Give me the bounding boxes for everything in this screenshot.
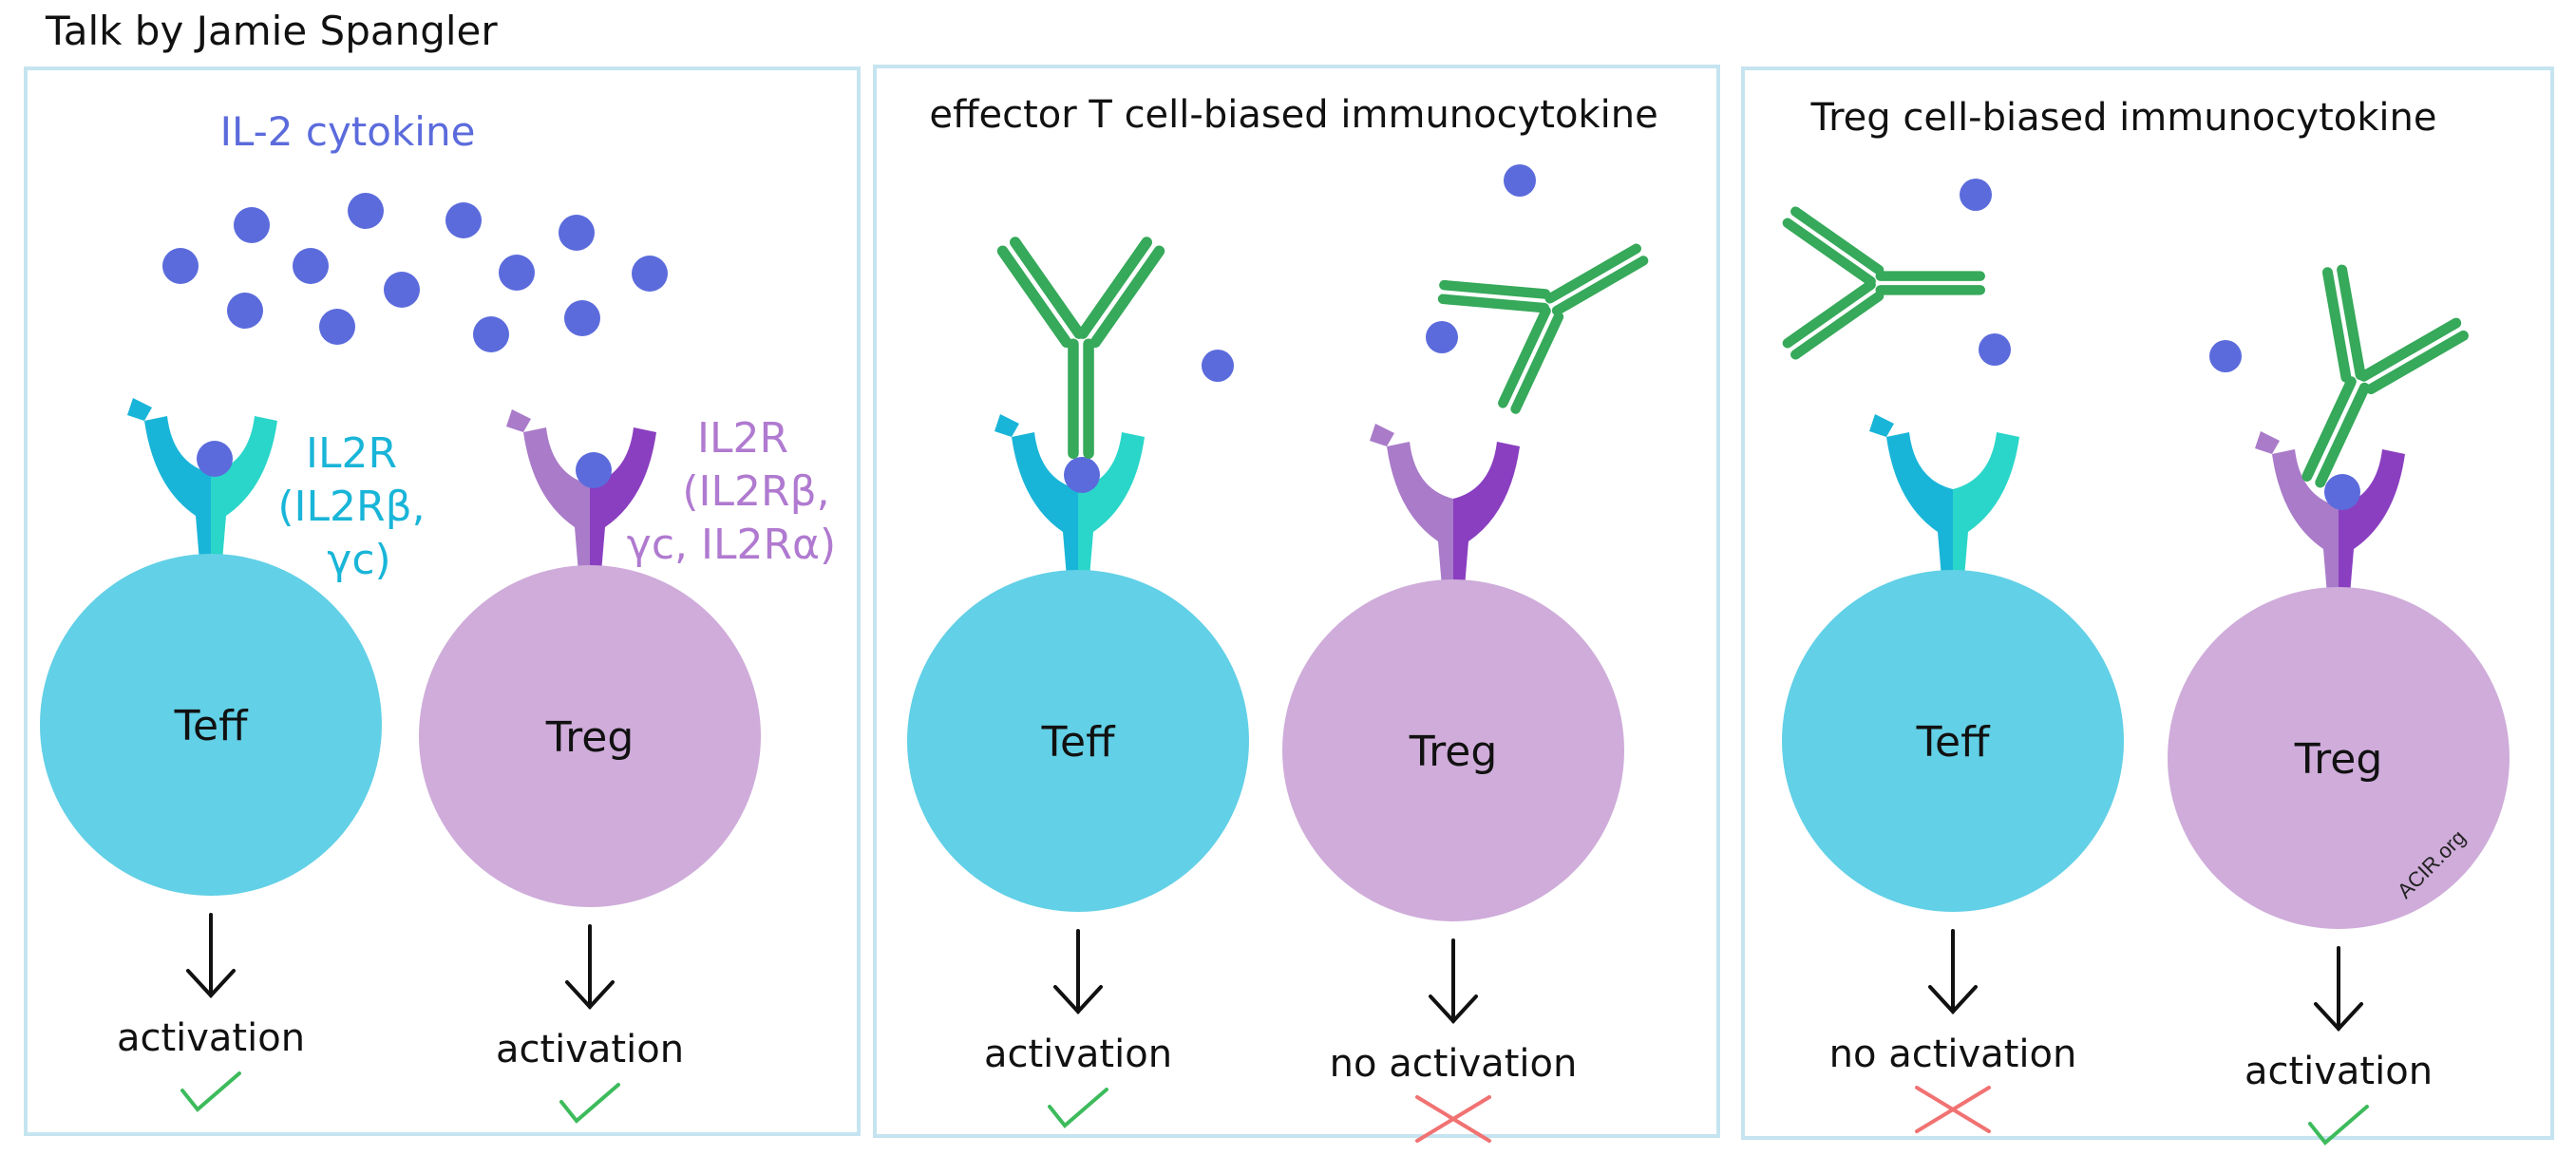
svg-text:(IL2Rβ,: (IL2Rβ, bbox=[277, 483, 425, 531]
il2-cytokine-icon bbox=[234, 207, 270, 243]
check-icon bbox=[559, 1083, 620, 1124]
arrow-down-icon bbox=[1928, 929, 1978, 1014]
check-icon bbox=[2308, 1105, 2369, 1146]
receptor-label-treg: IL2R (IL2Rβ, γc, IL2Rα) bbox=[627, 414, 836, 569]
panel-il2-frame bbox=[24, 66, 861, 1136]
check-icon bbox=[180, 1071, 241, 1112]
cell-body bbox=[419, 565, 761, 907]
panel-treg-biased-heading: Treg cell-biased immunocytokine bbox=[1810, 96, 2437, 140]
cell-label: Treg bbox=[545, 713, 635, 762]
cells-layer: Teff activation Treg activation Teff activati… bbox=[40, 398, 2510, 1146]
panel-teff-biased-heading: effector T cell-biased immunocytokine bbox=[929, 93, 1657, 137]
il2-cytokine-icon bbox=[1504, 164, 1536, 197]
il2-cytokine-icon bbox=[559, 215, 595, 251]
outcome-label: activation bbox=[496, 1028, 684, 1071]
il2-receptor-icon bbox=[994, 414, 1145, 578]
teff-cell: Teff activation bbox=[40, 398, 382, 1112]
svg-text:γc, IL2Rα): γc, IL2Rα) bbox=[627, 521, 836, 569]
il2-cytokine-icon bbox=[348, 193, 384, 229]
il2-receptor-icon bbox=[1370, 424, 1520, 587]
check-icon bbox=[1048, 1088, 1108, 1128]
outcome-label: no activation bbox=[1330, 1042, 1578, 1086]
svg-text:IL2R: IL2R bbox=[306, 429, 397, 478]
treg-cell: Treg activation bbox=[419, 409, 761, 1124]
cell-body bbox=[2168, 587, 2510, 929]
il2-cytokine-icon bbox=[564, 300, 600, 336]
arrow-down-icon bbox=[2314, 946, 2363, 1032]
il2-cytokine-icon bbox=[293, 248, 329, 284]
cell-body bbox=[1282, 579, 1624, 921]
il2-cytokine-icon bbox=[2209, 340, 2242, 372]
arrow-down-icon bbox=[1429, 938, 1478, 1024]
il2-cytokine-icon bbox=[319, 309, 355, 345]
il2-cytokine-icon bbox=[197, 441, 233, 477]
il2-cytokine-icon bbox=[2324, 474, 2360, 510]
outcome-label: no activation bbox=[1829, 1033, 2077, 1076]
panel-teff-biased-frame bbox=[873, 65, 1720, 1138]
outcome-label: activation bbox=[117, 1016, 305, 1060]
antibody-icon bbox=[1780, 204, 1985, 362]
il2-cytokine-icon bbox=[384, 272, 420, 308]
immunocytokines bbox=[994, 164, 2477, 520]
teff-cell: Teff no activation bbox=[1782, 414, 2124, 1133]
il2-receptor-icon bbox=[1869, 414, 2019, 578]
outcome-label: activation bbox=[984, 1033, 1172, 1076]
il2-cytokine-icon bbox=[1202, 350, 1234, 382]
cross-icon bbox=[1915, 1086, 1991, 1133]
il2-cytokine-icon bbox=[499, 255, 535, 291]
svg-text:IL2R: IL2R bbox=[697, 414, 788, 463]
receptor-label-teff: IL2R (IL2Rβ, γc) bbox=[277, 429, 425, 584]
il2-cytokine-icon bbox=[576, 452, 612, 488]
cell-body bbox=[40, 554, 382, 896]
cell-label: Teff bbox=[1916, 718, 1991, 767]
antibody-icon bbox=[1428, 183, 1684, 423]
svg-text:(IL2Rβ,: (IL2Rβ, bbox=[682, 467, 829, 516]
cell-label: Treg bbox=[2294, 735, 2383, 784]
cell-body bbox=[907, 570, 1249, 912]
treg-cell: Treg activation bbox=[2168, 431, 2510, 1146]
panel-treg-biased-frame bbox=[1741, 66, 2554, 1140]
cross-icon bbox=[1415, 1095, 1491, 1143]
il2-cytokine-icon bbox=[162, 248, 199, 284]
page-title: Talk by Jamie Spangler bbox=[46, 8, 498, 54]
il2-cytokine-icon bbox=[1979, 333, 2011, 366]
il2-cytokine-icon bbox=[1426, 321, 1458, 353]
svg-text:γc): γc) bbox=[327, 536, 390, 584]
cell-body bbox=[1782, 570, 2124, 912]
il2-cytokine-icon bbox=[445, 202, 482, 238]
il2-receptor-icon bbox=[127, 398, 277, 561]
il2-cytokine-icon bbox=[632, 256, 668, 292]
outcome-label: activation bbox=[2245, 1050, 2433, 1093]
il2-receptor-icon bbox=[506, 409, 656, 573]
il2-cytokine-icon bbox=[473, 316, 509, 352]
antibody-icon bbox=[2237, 255, 2477, 520]
arrow-down-icon bbox=[1053, 929, 1103, 1014]
arrow-down-icon bbox=[565, 924, 615, 1010]
arrow-down-icon bbox=[186, 913, 236, 998]
cell-label: Teff bbox=[174, 702, 249, 750]
il2-cytokine-icon bbox=[1960, 179, 1992, 211]
cell-label: Teff bbox=[1041, 718, 1116, 767]
cell-label: Treg bbox=[1409, 728, 1498, 776]
il2-cytokine-icon bbox=[227, 293, 263, 329]
teff-cell: Teff activation bbox=[907, 414, 1249, 1128]
il2-cytokine-cluster bbox=[162, 193, 668, 352]
il2-receptor-icon bbox=[2255, 431, 2405, 595]
antibody-icon bbox=[994, 235, 1167, 459]
treg-cell: Treg no activation bbox=[1282, 424, 1624, 1143]
panel-il2-heading: IL-2 cytokine bbox=[220, 108, 476, 155]
il2-cytokine-icon bbox=[1064, 457, 1100, 493]
